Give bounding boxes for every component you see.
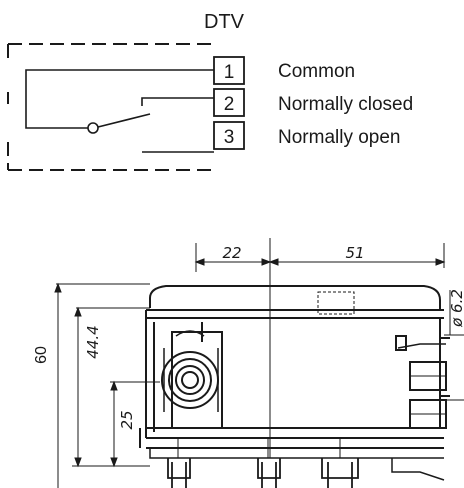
tube-connector — [395, 335, 450, 429]
terminal-1 — [213, 56, 245, 85]
terminal-label: Normally closed — [278, 94, 413, 115]
dimension-label: 25 — [118, 410, 136, 429]
switch-housing — [139, 285, 444, 459]
terminal-label: Common — [278, 61, 355, 82]
dimension-label: 44.4 — [84, 325, 102, 358]
terminal-number: 3 — [224, 127, 235, 148]
dimension-drawing: 22 51 60 44.4 25 ø 6.2 — [33, 238, 464, 488]
switch-contacts — [25, 69, 214, 153]
mounting-feet — [167, 438, 445, 488]
dimension-label: 60 — [33, 346, 50, 364]
pivot-contact — [87, 122, 99, 134]
terminal-label: Normally open — [278, 127, 401, 148]
schematic-title: DTV — [204, 11, 245, 33]
dimension-label: 22 — [222, 244, 241, 262]
terminal-number: 2 — [224, 94, 235, 115]
terminal-labels: Common Normally closed Normally open — [278, 61, 413, 148]
dimension-label: ø 6.2 — [448, 289, 464, 328]
dimension-lines — [54, 238, 464, 488]
switch-enclosure — [7, 43, 214, 171]
switch-blade — [97, 113, 151, 128]
terminal-3 — [213, 121, 245, 150]
dimension-label: 51 — [345, 244, 364, 262]
wiring-schematic: DTV 1 2 3 Common Nor — [7, 11, 413, 171]
terminal-2 — [213, 88, 245, 117]
terminal-number: 1 — [224, 62, 235, 83]
pressure-port — [161, 322, 223, 429]
terminal-block: 1 2 3 — [213, 56, 245, 150]
